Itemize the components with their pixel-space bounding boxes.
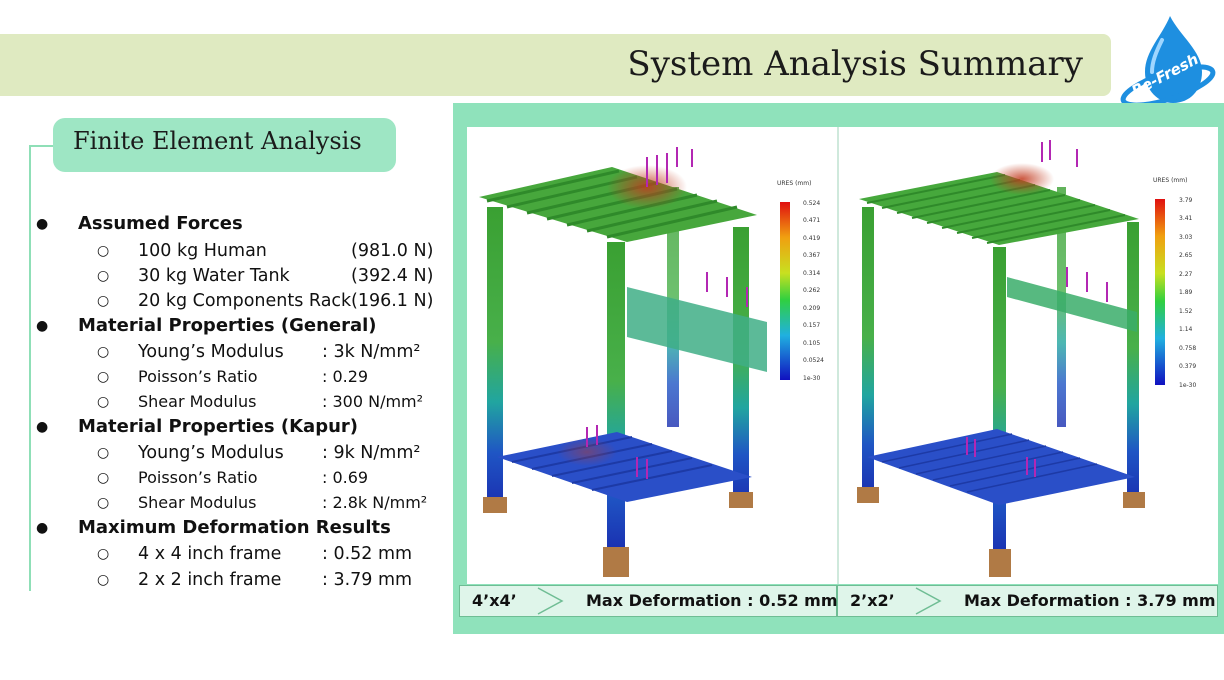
bullet-icon: ● [36, 318, 49, 334]
section-heading: Finite Element Analysis [73, 127, 362, 155]
section-connector-tick [29, 145, 55, 147]
item-value: : 2.8k N/mm² [322, 493, 428, 512]
item-label: Young’s Modulus [138, 342, 284, 362]
bullet-icon: ● [36, 520, 49, 536]
item-value: : 0.29 [322, 367, 369, 386]
legend-value: 0.367 [803, 252, 820, 259]
bullet-icon: ● [36, 419, 49, 435]
legend-value: 1.52 [1179, 308, 1193, 315]
legend-value: 0.157 [803, 322, 820, 329]
legend-value: 0.314 [803, 270, 820, 277]
caption-deformation: Max Deformation : 0.52 mm [586, 591, 838, 610]
legend-value: 1.89 [1179, 289, 1193, 296]
legend-value: 0.0524 [803, 357, 824, 364]
item-value: : 3.79 mm [322, 570, 413, 590]
legend-value: 3.79 [1179, 197, 1193, 204]
item-label: 2 x 2 inch frame [138, 570, 282, 590]
legend-title: URES (mm) [1153, 177, 1187, 184]
item-value: : 9k N/mm² [322, 443, 421, 463]
legend-value: 0.471 [803, 217, 820, 224]
chevron-right-icon [537, 587, 564, 615]
chevron-right-icon [915, 587, 942, 615]
caption-4x4: 4’x4’ Max Deformation : 0.52 mm [459, 585, 838, 617]
sub-bullet-icon: ○ [97, 445, 110, 461]
sub-bullet-icon: ○ [97, 394, 110, 410]
legend-value: 3.41 [1179, 215, 1193, 222]
caption-deformation: Max Deformation : 3.79 mm [964, 591, 1216, 610]
caption-size-label: 4’x4’ [472, 591, 517, 610]
render-2x2: URES (mm) 3.79 3.41 3.03 2.65 2.27 1.89 … [857, 140, 1196, 577]
sub-bullet-icon: ○ [97, 268, 110, 284]
legend-value: 0.209 [803, 305, 820, 312]
item-label: 20 kg Components Rack [138, 291, 352, 311]
legend-value: 0.379 [1179, 363, 1196, 370]
legend-value: 0.419 [803, 235, 820, 242]
item-value: : 0.69 [322, 468, 369, 487]
item-label: 100 kg Human [138, 241, 267, 261]
section-connector-line [29, 145, 31, 591]
sub-bullet-icon: ○ [97, 344, 110, 360]
sub-bullet-icon: ○ [97, 546, 110, 562]
item-label: Shear Modulus [138, 493, 257, 512]
legend-value: 0.758 [1179, 345, 1196, 352]
sub-bullet-icon: ○ [97, 369, 110, 385]
sub-bullet-icon: ○ [97, 293, 110, 309]
legend-value: 3.03 [1179, 234, 1193, 241]
item-value: : 300 N/mm² [322, 392, 424, 411]
item-label: Shear Modulus [138, 392, 257, 411]
legend-value: 2.65 [1179, 252, 1193, 259]
water-drop-logo-icon: Re-Fresh [1120, 16, 1216, 108]
sub-bullet-icon: ○ [97, 495, 110, 511]
item-label: 4 x 4 inch frame [138, 544, 282, 564]
legend-value: 0.105 [803, 340, 820, 347]
render-4x4: URES (mm) 0.524 0.471 0.419 0.367 0.314 … [479, 147, 824, 577]
item-value: (196.1 N) [351, 291, 434, 311]
legend-value: 1e-30 [803, 375, 820, 382]
legend-value: 1e-30 [1179, 382, 1196, 389]
group-heading: Assumed Forces [78, 213, 243, 234]
group-heading: Maximum Deformation Results [78, 517, 391, 538]
legend-title: URES (mm) [777, 180, 811, 187]
item-label: 30 kg Water Tank [138, 266, 290, 286]
sub-bullet-icon: ○ [97, 243, 110, 259]
legend-value: 0.524 [803, 200, 820, 207]
group-heading: Material Properties (Kapur) [78, 416, 358, 437]
fea-image-area: URES (mm) 0.524 0.471 0.419 0.367 0.314 … [467, 127, 1218, 584]
legend-value: 0.262 [803, 287, 820, 294]
item-label: Young’s Modulus [138, 443, 284, 463]
title-bar: System Analysis Summary [0, 34, 1111, 96]
item-value: (392.4 N) [351, 266, 434, 286]
section-heading-box: Finite Element Analysis [53, 118, 396, 172]
item-value: (981.0 N) [351, 241, 434, 261]
caption-2x2: 2’x2’ Max Deformation : 3.79 mm [837, 585, 1218, 617]
sub-bullet-icon: ○ [97, 572, 110, 588]
item-value: : 0.52 mm [322, 544, 413, 564]
item-value: : 3k N/mm² [322, 342, 421, 362]
item-label: Poisson’s Ratio [138, 367, 258, 386]
bullet-icon: ● [36, 216, 49, 232]
caption-size-label: 2’x2’ [850, 591, 895, 610]
group-heading: Material Properties (General) [78, 315, 377, 336]
item-label: Poisson’s Ratio [138, 468, 258, 487]
fea-renders: URES (mm) 0.524 0.471 0.419 0.367 0.314 … [479, 127, 1196, 584]
legend-value: 2.27 [1179, 271, 1193, 278]
legend-value: 1.14 [1179, 326, 1193, 333]
sub-bullet-icon: ○ [97, 470, 110, 486]
slide-title: System Analysis Summary [627, 44, 1083, 84]
